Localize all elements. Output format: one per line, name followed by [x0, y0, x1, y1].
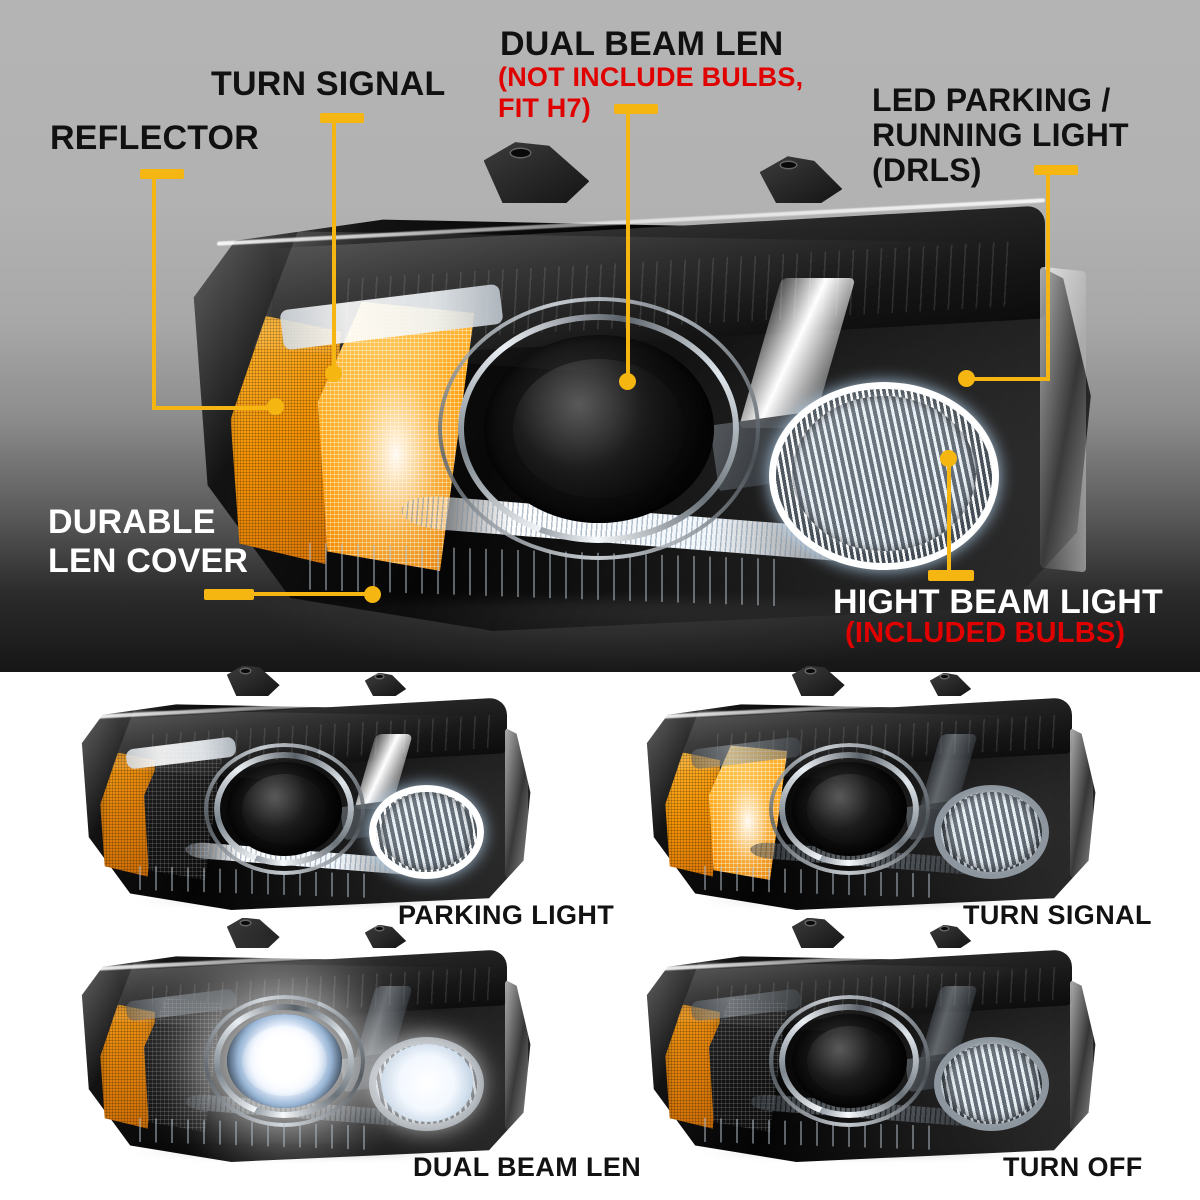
- projector-bezel: [779, 751, 920, 867]
- high-beam-reflector: [945, 792, 1038, 870]
- projector-glass: [806, 774, 892, 844]
- tab-hole: [511, 149, 531, 158]
- gallery-caption-turn-signal: TURN SIGNAL: [963, 900, 1152, 930]
- gallery-caption-parking-light: PARKING LIGHT: [398, 900, 615, 930]
- callout-dot-dual-beam: [619, 373, 636, 390]
- high-beam-reflector: [945, 1044, 1038, 1122]
- callout-hline-durable-len: [250, 592, 376, 596]
- callout-hline-reflector: [152, 406, 276, 410]
- callout-cap-dual-beam: [614, 104, 658, 114]
- callout-vline-turn-signal: [332, 120, 336, 373]
- projector-bezel: [214, 751, 355, 867]
- right-chrome-edge: [505, 727, 529, 881]
- callout-cap-led-parking: [1034, 165, 1078, 175]
- callout-hline-led-parking: [968, 377, 1050, 381]
- right-chrome-edge: [1070, 727, 1094, 881]
- projector-lens: [437, 297, 760, 561]
- gallery-cell-turn-off: [640, 917, 1100, 1174]
- projector-glass: [241, 1026, 327, 1096]
- projector-lens: [768, 995, 930, 1127]
- mounting-tab: [759, 156, 843, 204]
- callout-label-durable-len: DURABLE LEN COVER: [48, 503, 249, 581]
- callout-note-dual-beam: (NOT INCLUDE BULBS, FIT H7): [498, 62, 804, 123]
- tab-hole: [240, 921, 251, 926]
- callout-cap-turn-signal: [320, 113, 364, 123]
- callout-label-dual-beam: DUAL BEAM LEN: [500, 25, 784, 63]
- callout-dot-reflector: [267, 398, 284, 415]
- projector-glass: [806, 1026, 892, 1096]
- gallery-cell-turn-signal: [640, 665, 1100, 922]
- high-beam-reflector: [380, 792, 473, 870]
- state-gallery: PARKING LIGHT: [0, 665, 1200, 1200]
- main-headlight-image: [180, 142, 1100, 645]
- tab-hole: [940, 675, 948, 679]
- callout-dot-durable-len: [364, 586, 381, 603]
- callout-cap-durable-len: [204, 589, 254, 600]
- projector-bezel: [779, 1003, 920, 1119]
- projector-glass: [241, 774, 327, 844]
- right-chrome-edge: [1070, 979, 1094, 1133]
- mounting-tab: [364, 672, 407, 697]
- gallery-caption-dual-beam-len: DUAL BEAM LEN: [413, 1152, 642, 1182]
- tab-hole: [375, 675, 383, 679]
- callout-cap-reflector: [140, 169, 184, 179]
- right-chrome-edge: [505, 979, 529, 1133]
- gallery-cell-dual-beam-len: [75, 917, 535, 1174]
- mounting-tab: [226, 917, 280, 949]
- callout-label-high-beam: HIGHT BEAM LIGHT: [833, 583, 1163, 621]
- projector-glass: [513, 359, 684, 499]
- projector-lens: [203, 995, 365, 1127]
- callout-label-turn-signal: TURN SIGNAL: [211, 65, 446, 103]
- tab-hole: [805, 921, 816, 926]
- headlight-thumb: [640, 665, 1100, 917]
- tab-hole: [805, 669, 816, 674]
- headlight-thumb: [75, 917, 535, 1169]
- headlight-thumb: [75, 665, 535, 917]
- callout-dot-turn-signal: [325, 365, 342, 382]
- headlight-thumb: [640, 917, 1100, 1169]
- gallery-cell-parking-light: [75, 665, 535, 922]
- callout-label-reflector: REFLECTOR: [50, 119, 259, 157]
- callout-label-led-parking: LED PARKING / RUNNING LIGHT (DRLS): [872, 82, 1129, 189]
- hero-panel: REFLECTOR TURN SIGNAL DUAL BEAM LEN (NOT…: [0, 0, 1200, 672]
- callout-vline-led-parking: [1046, 172, 1050, 381]
- mounting-tab: [483, 142, 590, 204]
- tab-hole: [240, 669, 251, 674]
- gallery-caption-turn-off: TURN OFF: [1003, 1152, 1143, 1182]
- callout-cap-high-beam: [928, 570, 974, 581]
- hero-reflection: [230, 600, 990, 672]
- projector-bezel: [458, 314, 739, 544]
- mounting-tab: [791, 917, 845, 949]
- callout-vline-high-beam: [947, 458, 951, 578]
- callout-vline-dual-beam: [626, 111, 630, 381]
- projector-lens: [203, 743, 365, 875]
- mounting-tab: [929, 672, 972, 697]
- callout-note-high-beam: (INCLUDED BULBS): [845, 617, 1126, 649]
- callout-dot-led-parking: [958, 370, 975, 387]
- projector-lens: [768, 743, 930, 875]
- callout-vline-reflector: [152, 176, 156, 410]
- high-beam-reflector: [791, 395, 976, 551]
- tab-hole: [940, 927, 948, 931]
- tab-hole: [781, 161, 796, 168]
- tab-hole: [375, 927, 383, 931]
- high-beam-reflector: [380, 1044, 473, 1122]
